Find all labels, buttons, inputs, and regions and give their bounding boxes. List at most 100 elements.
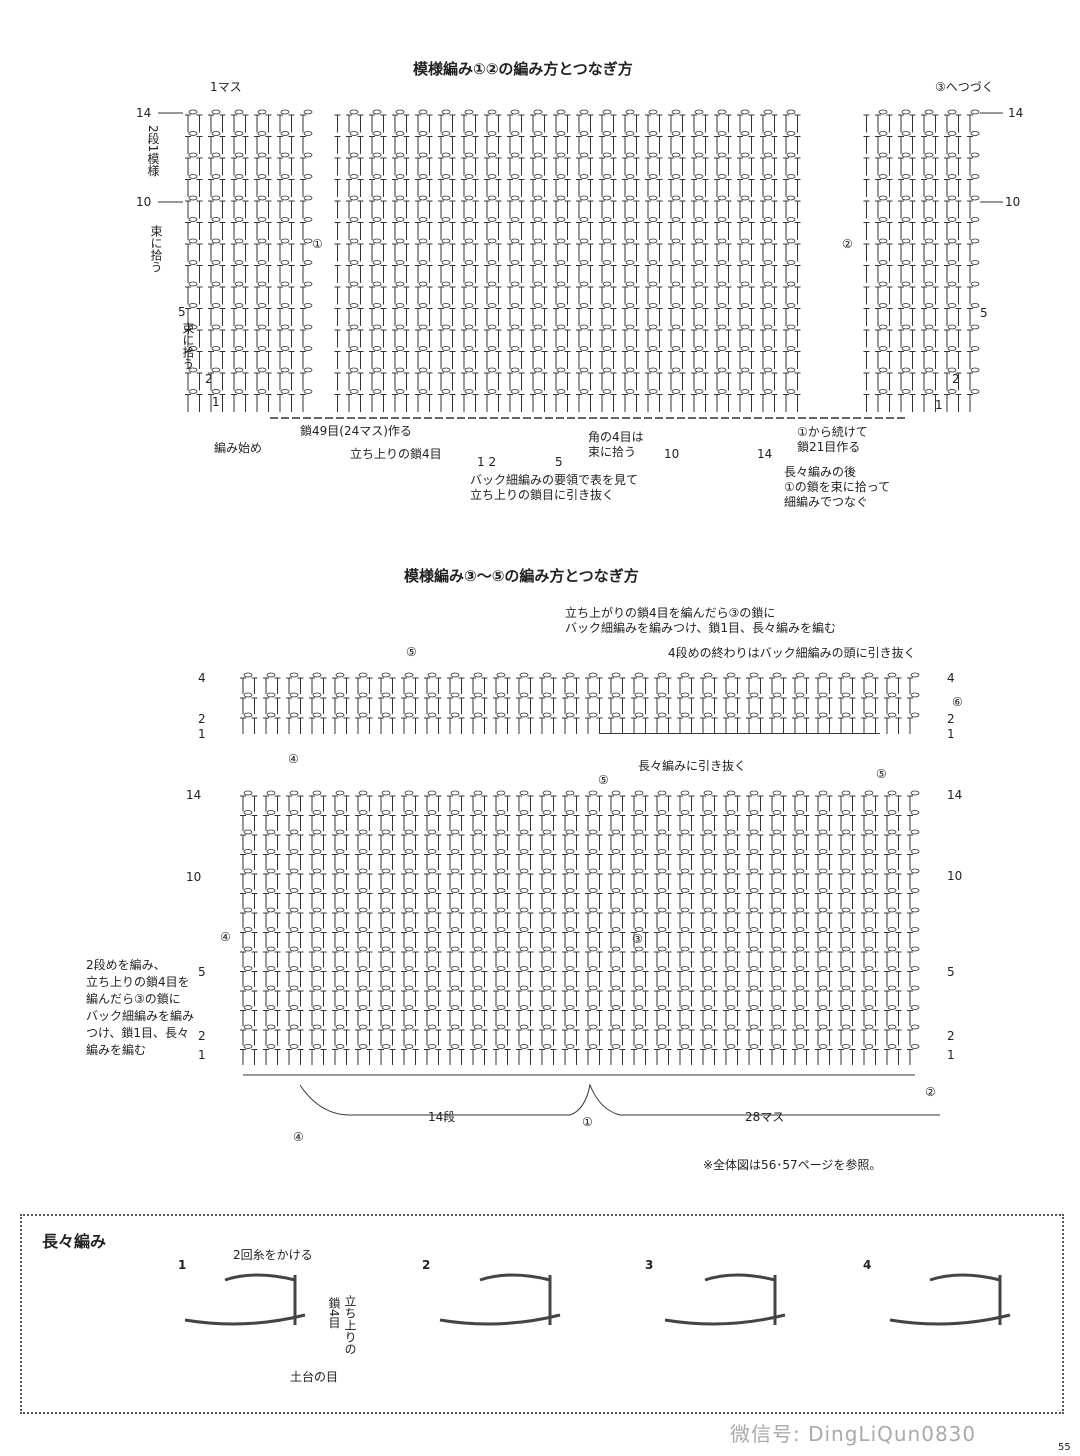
chain-stitch xyxy=(786,389,796,394)
chain-stitch xyxy=(772,692,782,698)
chain-stitch xyxy=(694,281,704,287)
chain-stitch xyxy=(910,946,920,952)
chain-stitch xyxy=(717,195,727,201)
chain-stitch xyxy=(795,907,805,913)
chain-stitch xyxy=(579,174,589,179)
chain-stitch xyxy=(648,346,658,351)
chain-stitch xyxy=(381,1024,391,1030)
chain-stitch xyxy=(188,131,198,136)
chain-stitch xyxy=(427,1005,437,1010)
chain-stitch xyxy=(694,217,704,222)
chain-stitch xyxy=(947,303,957,308)
chain-stitch xyxy=(924,131,934,136)
chain-stitch xyxy=(841,1044,851,1049)
chain-stitch xyxy=(818,1005,828,1010)
chain-stitch xyxy=(496,946,506,952)
chain-stitch xyxy=(450,946,460,952)
chain-stitch xyxy=(418,131,428,136)
chain-stitch xyxy=(427,1044,437,1049)
chain-stitch xyxy=(464,217,474,222)
chain-stitch xyxy=(625,174,635,179)
chain-stitch xyxy=(473,868,483,874)
chain-stitch xyxy=(519,672,529,678)
chain-stitch xyxy=(372,367,382,373)
chain-stitch xyxy=(556,238,566,244)
chain-stitch xyxy=(864,672,874,678)
chain-stitch xyxy=(818,849,828,854)
chain-stitch xyxy=(878,260,888,265)
chain-stitch xyxy=(924,389,934,394)
chain-stitch xyxy=(358,849,368,854)
chain-stitch xyxy=(418,217,428,222)
chain-stitch xyxy=(772,1024,782,1030)
row-14-left: 14 xyxy=(136,106,152,120)
chain-stitch xyxy=(565,927,575,932)
chain-stitch xyxy=(358,790,368,796)
chain-stitch xyxy=(487,303,497,308)
chain-stitch xyxy=(726,692,736,698)
chain-stitch xyxy=(519,1024,529,1030)
chain-stitch xyxy=(404,712,414,718)
chain-stitch xyxy=(680,907,690,913)
chain-stitch xyxy=(381,907,391,913)
chain-stitch xyxy=(266,907,276,913)
chain-stitch xyxy=(947,346,957,351)
chain-stitch xyxy=(818,672,828,678)
chain-stitch xyxy=(703,810,713,815)
chain-stitch xyxy=(864,829,874,835)
chain-stitch xyxy=(970,281,980,287)
chain-stitch xyxy=(427,868,437,874)
chain-stitch xyxy=(542,829,552,835)
chain-stitch xyxy=(694,238,704,244)
chain-stitch xyxy=(533,217,543,222)
chain-stitch xyxy=(358,1024,368,1030)
chain-stitch xyxy=(266,810,276,815)
chain-stitch xyxy=(312,849,322,854)
row-2-right-b: 2 xyxy=(947,1029,955,1043)
chain-stitch xyxy=(556,174,566,179)
chain-stitch xyxy=(395,281,405,287)
chain-stitch xyxy=(519,868,529,874)
chain-stitch xyxy=(243,927,253,932)
chain-stitch xyxy=(924,303,934,308)
chain-stitch xyxy=(243,672,253,678)
chain-stitch xyxy=(395,367,405,373)
chain-stitch xyxy=(418,324,428,330)
chain-stitch xyxy=(510,324,520,330)
chain-stitch xyxy=(910,907,920,913)
chain-stitch xyxy=(542,985,552,991)
chain-stitch xyxy=(625,346,635,351)
chain-stitch xyxy=(841,1024,851,1030)
chain-stitch xyxy=(910,672,920,678)
chain-stitch xyxy=(671,281,681,287)
mark-5b: ⑤ xyxy=(876,767,887,781)
chain-stitch xyxy=(602,217,612,222)
chain-stitch xyxy=(473,966,483,971)
chain-stitch xyxy=(611,1024,621,1030)
chain-stitch xyxy=(395,131,405,136)
chain-stitch xyxy=(427,927,437,932)
chain-stitch xyxy=(418,260,428,265)
chain-stitch xyxy=(924,174,934,179)
chain-stitch xyxy=(487,260,497,265)
chain-stitch xyxy=(303,195,313,201)
chain-stitch xyxy=(349,217,359,222)
chain-stitch xyxy=(901,303,911,308)
chain-stitch xyxy=(565,672,575,678)
chain-stitch xyxy=(335,927,345,932)
chain-stitch xyxy=(924,195,934,201)
chain-stitch xyxy=(763,152,773,158)
chain-stitch xyxy=(519,829,529,835)
chain-stitch xyxy=(671,195,681,201)
chain-stitch xyxy=(372,389,382,394)
chain-stitch xyxy=(243,946,253,952)
chain-stitch xyxy=(188,238,198,244)
chain-stitch xyxy=(772,927,782,932)
chain-stitch xyxy=(680,672,690,678)
chain-stitch xyxy=(772,790,782,796)
chain-stitch xyxy=(887,888,897,893)
chain-stitch xyxy=(404,985,414,991)
chain-stitch xyxy=(611,790,621,796)
chain-stitch xyxy=(487,367,497,373)
chain-stitch xyxy=(818,1024,828,1030)
